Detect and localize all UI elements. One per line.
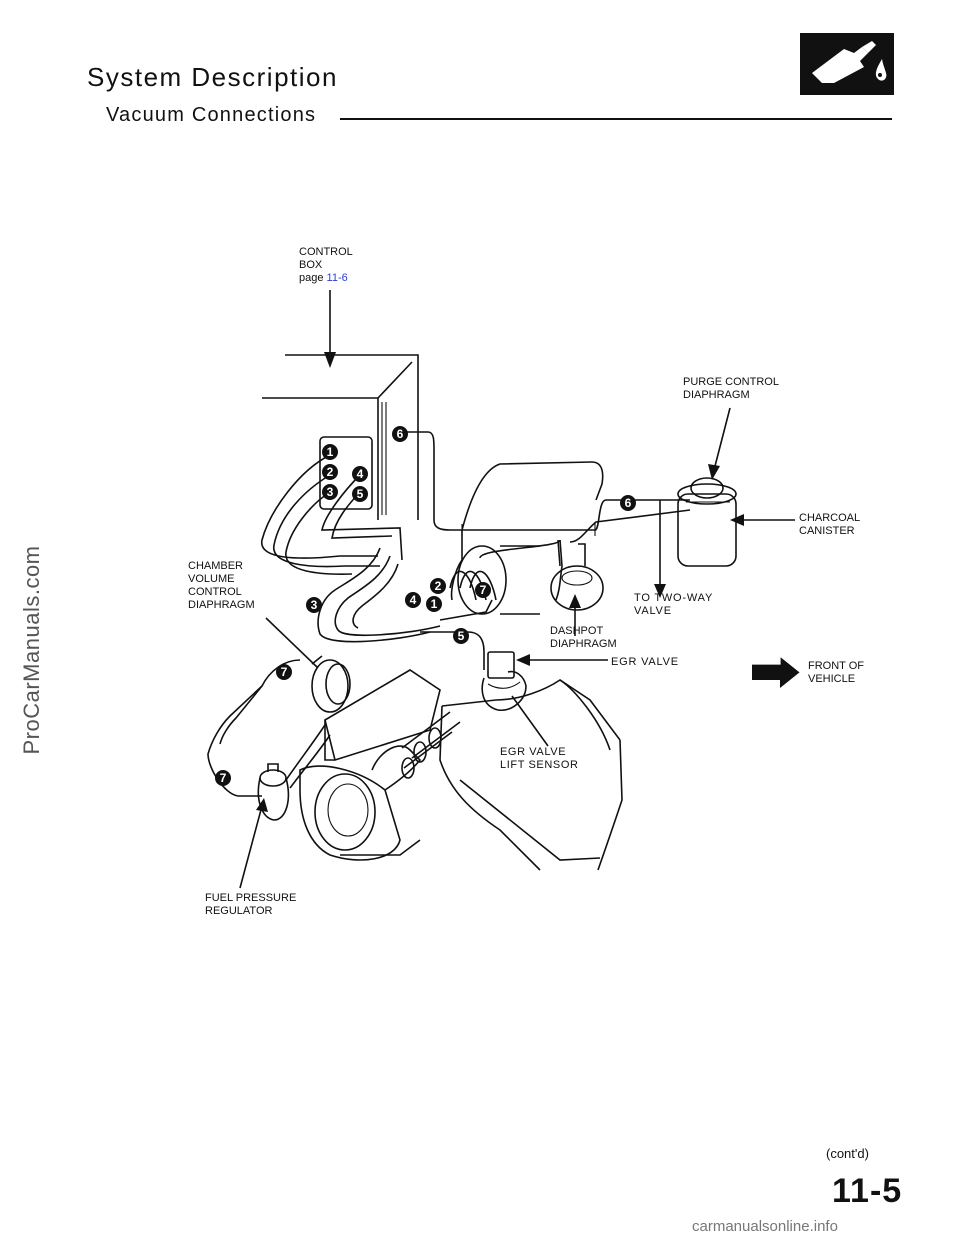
bottom-watermark: carmanualsonline.info [692,1218,838,1235]
badge-1: 1 [322,444,338,460]
svg-text:3: 3 [311,598,318,612]
label-egr-valve-lift-sensor: EGR VALVE LIFT SENSOR [500,746,579,771]
svg-text:2: 2 [327,465,334,479]
chamber-volume-diaphragm [311,655,351,713]
badge-4: 4 [352,466,368,482]
badge-3-lower: 3 [306,597,322,613]
badge-4-throttle: 4 [405,592,421,608]
svg-text:2: 2 [435,579,442,593]
badge-1-throttle: 1 [426,596,442,612]
leader-lines [239,290,795,889]
svg-text:1: 1 [431,597,438,611]
badge-6: 6 [392,426,408,442]
charcoal-canister [659,477,737,586]
svg-text:3: 3 [327,485,334,499]
continued-note: (cont'd) [826,1146,869,1161]
badge-6-canister: 6 [620,495,636,511]
label-chamber-volume-control-diaphragm: CHAMBER VOLUME CONTROL DIAPHRAGM [188,560,255,611]
svg-text:7: 7 [480,583,487,597]
badge-5: 5 [352,486,368,502]
svg-text:5: 5 [357,487,364,501]
svg-text:4: 4 [410,593,417,607]
badge-2-throttle: 2 [430,578,446,594]
title-rule [340,118,892,120]
label-control-box: CONTROL BOX page 11-6 [299,246,353,284]
badge-5-egr: 5 [453,628,469,644]
badge-2: 2 [322,464,338,480]
label-front-of-vehicle: FRONT OF VEHICLE [808,660,865,685]
label-egr-valve: EGR VALVE [611,656,679,668]
badge-7-upper: 7 [276,664,292,680]
page-ref-link[interactable]: 11-6 [326,272,348,284]
page-title: System Description [87,62,338,92]
svg-text:1: 1 [327,445,334,459]
label-two-way-valve: TO TWO-WAY VALVE [634,592,714,617]
svg-text:7: 7 [220,771,227,785]
page-number: 11-5 [832,1172,903,1210]
intake-plenum [450,461,604,615]
badge-7-lower: 7 [215,770,231,786]
label-dashpot-diaphragm: DASHPOT DIAPHRAGM [550,625,617,650]
fuel-pressure-regulator [257,724,331,821]
page-subtitle: Vacuum Connections [106,104,317,126]
engine-block [299,669,623,871]
front-arrow-icon [752,654,801,688]
label-charcoal-canister: CHARCOAL CANISTER [799,512,861,537]
hose-number-badges: 1 2 3 4 5 6 6 2 7 4 1 3 5 7 7 [215,426,636,786]
dashpot-diaphragm [550,539,604,611]
badge-7-throttle: 7 [475,582,491,598]
label-fuel-pressure-regulator: FUEL PRESSURE REGULATOR [205,892,297,917]
fuel-nozzle-icon [800,33,894,95]
label-purge-control-diaphragm: PURGE CONTROL DIAPHRAGM [683,376,779,401]
svg-text:4: 4 [357,467,364,481]
svg-text:5: 5 [458,629,465,643]
hose-6 [402,431,690,531]
svg-text:6: 6 [625,496,632,510]
badge-3: 3 [322,484,338,500]
svg-text:7: 7 [281,665,288,679]
svg-text:6: 6 [397,427,404,441]
